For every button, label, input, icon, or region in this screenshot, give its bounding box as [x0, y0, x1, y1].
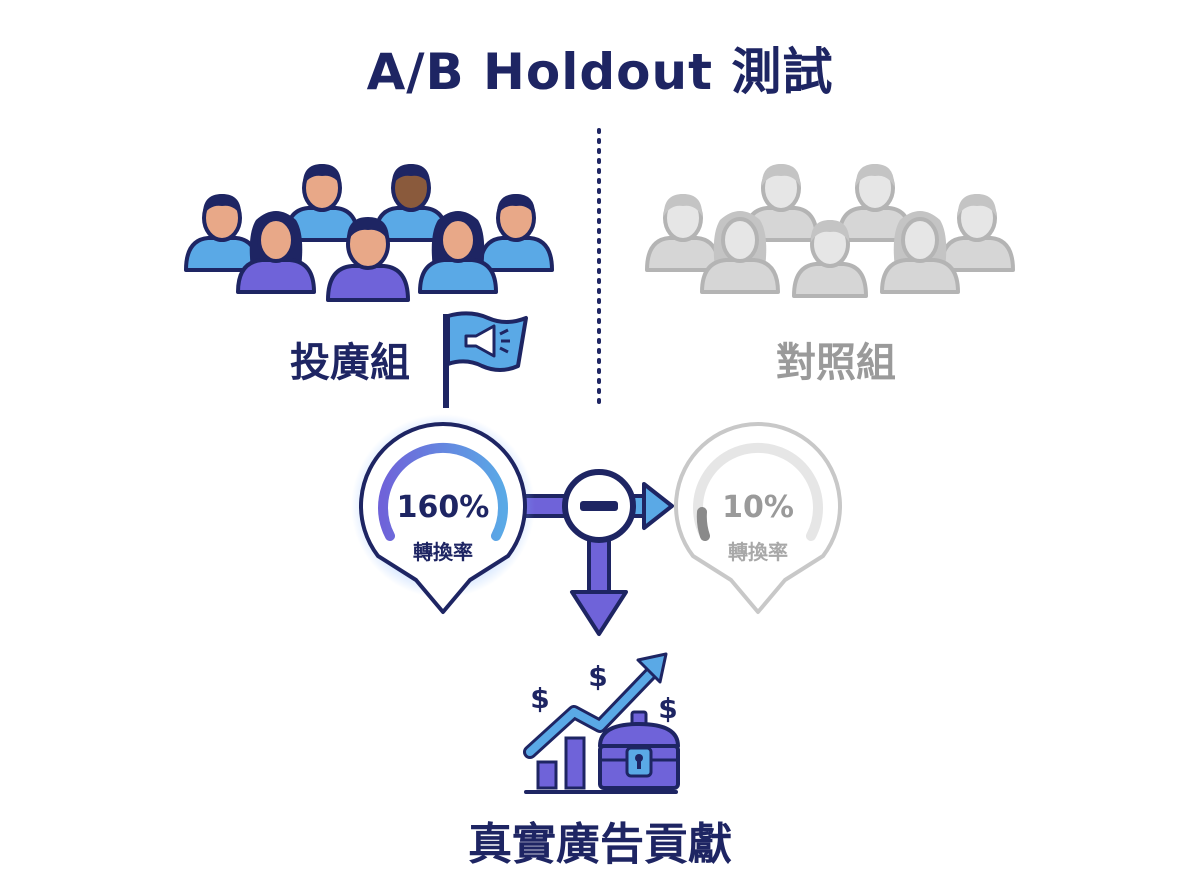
minus-icon [562, 469, 636, 543]
treatment-group-label: 投廣組 [290, 340, 410, 386]
arrow-right-icon [642, 482, 674, 530]
control-people-icon [645, 162, 1015, 298]
control-group-label: 對照組 [776, 340, 896, 386]
dollar-icon: $ [658, 692, 677, 725]
treatment-metric-value: 160% [397, 490, 490, 525]
growth-chart-icon: $ $ $ [523, 652, 678, 794]
page-title: A/B Holdout 測試 [366, 43, 834, 101]
treatment-people-icon [184, 162, 554, 302]
megaphone-flag-icon [443, 311, 528, 408]
treatment-metric-bubble: 160% 轉換率 [351, 414, 535, 614]
dollar-icon: $ [530, 682, 549, 715]
treasure-chest-icon [598, 710, 680, 790]
dollar-icon: $ [588, 660, 607, 693]
control-metric-value: 10% [722, 490, 794, 525]
treatment-metric-label: 轉換率 [413, 540, 473, 564]
arrow-down-icon [570, 590, 628, 636]
result-label: 真實廣告貢獻 [468, 819, 732, 870]
control-metric-bubble: 10% 轉換率 [674, 422, 842, 614]
control-metric-label: 轉換率 [728, 540, 788, 564]
